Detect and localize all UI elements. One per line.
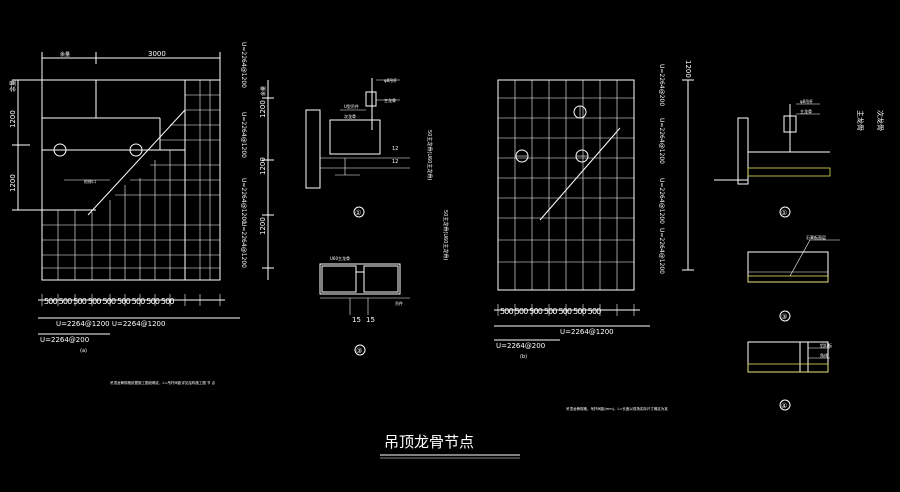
right-dim-2: 1200	[259, 157, 267, 175]
right-annotation-2: U=2264@1200	[240, 112, 247, 158]
detail1-number: ①	[355, 209, 361, 217]
detail-r1: φ8吊杆 主龙骨 ①	[714, 98, 831, 218]
right-dim-1: 1200	[259, 100, 267, 118]
detail3-dim-2: 15	[366, 316, 375, 324]
detail-1: φ8吊杆 主龙骨 U型吊件 次龙骨 12 12 50主龙骨(U60主龙骨) ①	[305, 77, 433, 218]
left-center-note: 检修口	[84, 178, 96, 184]
detail-r4-label-2: 角线	[820, 352, 828, 358]
detail1-dim-2: 12	[392, 159, 398, 165]
right-annotation-4: U=2264@1200	[240, 222, 247, 268]
right-sheet-ref: (b)	[520, 354, 527, 360]
left-bottom-line1: U=2264@1200 U=2264@1200	[56, 320, 165, 328]
top-left-dim-label: 余量	[60, 51, 70, 58]
detail-r4: 铝扣板 角线 ④	[747, 341, 832, 411]
left-plan-grid	[42, 80, 220, 280]
right-dim-3: 1200	[259, 217, 267, 235]
right-dim-4: 余量	[260, 86, 267, 96]
detail1-label-4: 次龙骨	[344, 113, 356, 119]
detail3-dim-1: 15	[352, 316, 361, 324]
detail-r1-number: ①	[781, 209, 787, 217]
right-annotation-3: U=2264@1200	[240, 178, 247, 224]
drawing-title: 吊顶龙骨节点	[380, 433, 520, 459]
detail-r3: 石膏板面层 ③	[747, 234, 840, 322]
left-plan: 检修口 余量 3000 余量 1200 1200 1200 1200 1200 …	[9, 42, 274, 385]
right-plan-dim: 1200	[684, 60, 692, 78]
left-sheet-ref: (a)	[80, 348, 87, 354]
left-dim-2: 1200	[9, 174, 17, 192]
right-plan-annotation-3: U=2264@1200	[658, 178, 665, 224]
legend-item-2: 次龙骨	[876, 110, 885, 131]
right-plan-grid	[498, 80, 634, 290]
detail-3: U60主龙骨 吊件 15 15 50主龙骨(U60主龙骨) ③	[319, 210, 449, 356]
left-dim-1: 1200	[9, 110, 17, 128]
right-plan-note: 吊顶龙骨规格，吊杆间距(mm)，L=长度以现场实际尺寸确定为准	[566, 406, 668, 411]
detail-r1-label-1: φ8吊杆	[800, 98, 813, 104]
detail1-dim-1: 12	[392, 146, 398, 152]
right-annotation-1: U=2264@1200	[240, 42, 247, 88]
legend: 主龙骨 次龙骨	[856, 110, 885, 131]
right-bottom-spacing: 500 500 500 500 500 500 500	[500, 307, 601, 316]
detail-r4-label-1: 铝扣板	[820, 342, 832, 348]
right-plan-annotation-1: U=2264@200	[658, 64, 665, 106]
page-title: 吊顶龙骨节点	[384, 433, 474, 451]
top-dim-label: 3000	[148, 50, 166, 58]
right-plan: 1200 U=2264@200 U=2264@1200 U=2264@1200 …	[494, 60, 694, 411]
right-bottom-line1: U=2264@1200	[560, 328, 614, 336]
right-plan-annotation-2: U=2264@1200	[658, 118, 665, 164]
detail1-side-note: 50主龙骨(U60主龙骨)	[426, 130, 433, 180]
detail3-number: ③	[356, 347, 362, 355]
detail-r1-label-2: 主龙骨	[800, 108, 812, 114]
left-bottom-spacing: 500 500 500 500 500 500 500 500 500	[44, 297, 174, 306]
right-plan-annotation-4: U=2264@1200	[658, 228, 665, 274]
detail3-label-1: U60主龙骨	[330, 255, 350, 261]
detail-r3-number: ③	[781, 313, 787, 321]
detail1-label-3: U型吊件	[344, 103, 359, 109]
detail3-label-2: 吊件	[395, 300, 403, 306]
left-top-dim: 余量	[9, 80, 17, 92]
detail3-side-note: 50主龙骨(U60主龙骨)	[442, 210, 449, 260]
detail-r3-label: 石膏板面层	[806, 234, 826, 240]
detail1-label-1: φ8吊杆	[384, 77, 397, 83]
right-bottom-line2: U=2264@200	[496, 342, 545, 350]
legend-item-1: 主龙骨	[856, 110, 865, 131]
detail1-label-2: 主龙骨	[384, 97, 396, 103]
left-plan-note: 吊顶龙骨规格依据施工图纸确定，L=吊杆间距详见结构施工图 节 点	[110, 380, 216, 385]
left-bottom-line2: U=2264@200	[40, 336, 89, 344]
detail-r4-number: ④	[781, 402, 787, 410]
